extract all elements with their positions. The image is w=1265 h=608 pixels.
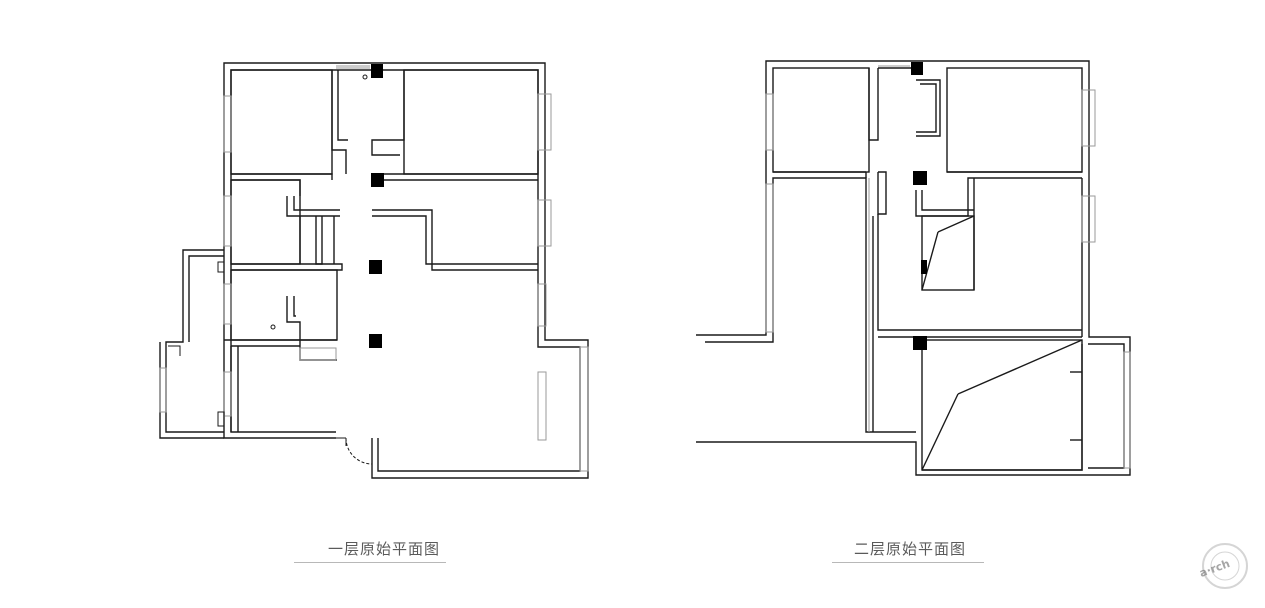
floor-2-columns [911, 62, 927, 350]
floor-1-entry-door [336, 437, 373, 465]
floor-1-caption: 一层原始平面图 [327, 540, 440, 558]
column [913, 336, 927, 350]
floor-2-caption-underline [832, 562, 984, 563]
column [371, 64, 383, 78]
column [369, 260, 382, 274]
room-nw [772, 67, 870, 173]
room-ne [946, 67, 1083, 173]
column [921, 260, 927, 274]
floor-1-interior-walls [224, 69, 539, 432]
floor-2-plan [696, 60, 1131, 476]
floor-1-plan [159, 62, 589, 479]
column [371, 173, 384, 187]
floor-2-caption: 二层原始平面图 [853, 540, 966, 558]
floor-2-windows [765, 65, 1131, 469]
floor-2-interior-walls [772, 67, 1083, 471]
room-west-mid [230, 179, 301, 265]
room-nw [230, 69, 333, 175]
room-sw-small [230, 269, 338, 341]
watermark-logo-icon [1202, 543, 1248, 589]
column [913, 171, 927, 185]
floor-1-caption-underline [294, 562, 446, 563]
column [369, 334, 382, 348]
floor-2-outer-walls [696, 60, 1131, 476]
floor-1-fixtures [168, 74, 368, 427]
floor-1-windows [159, 65, 589, 472]
column [911, 62, 923, 75]
floor-1-columns [369, 64, 384, 348]
room-ne [403, 69, 539, 175]
stair-void [921, 339, 1083, 471]
